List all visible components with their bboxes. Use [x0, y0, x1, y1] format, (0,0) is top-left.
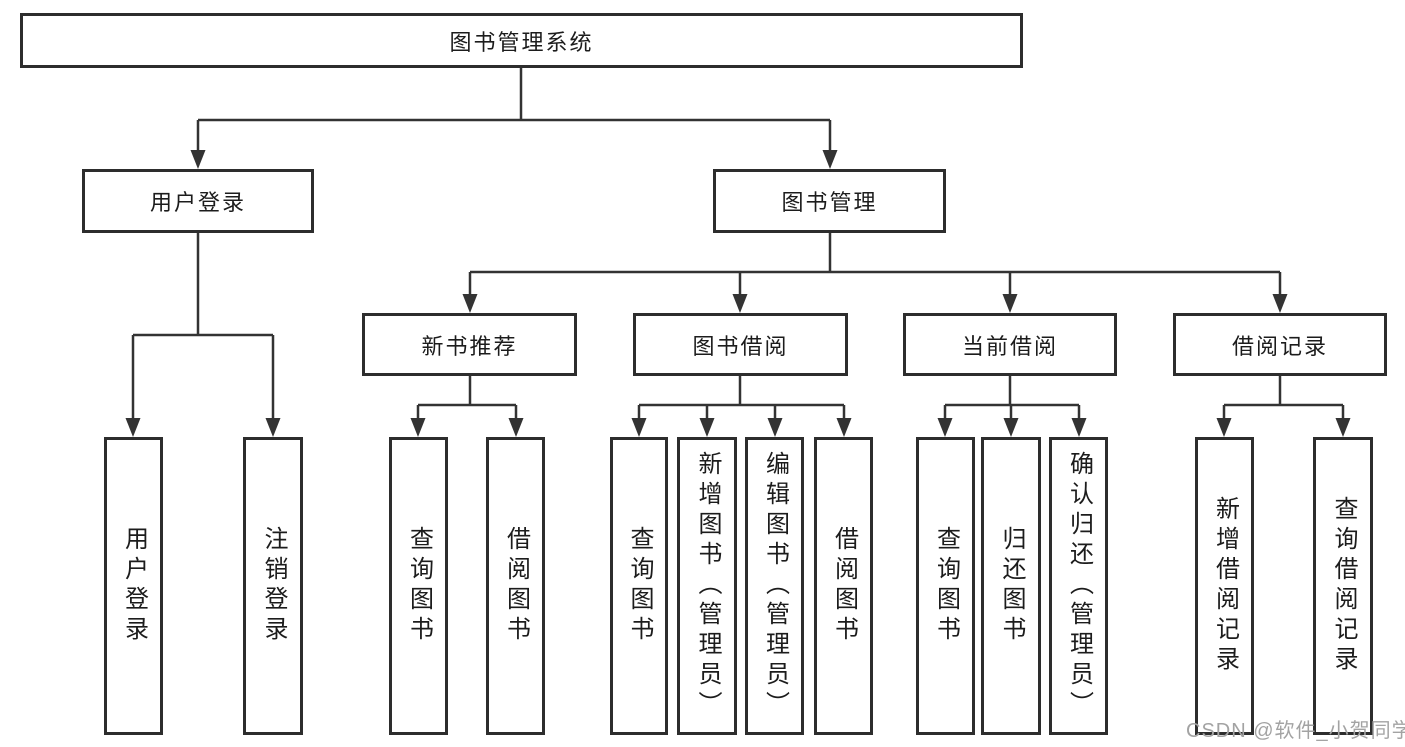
arrowhead-icon	[1003, 418, 1019, 437]
arrowhead-icon	[462, 294, 478, 313]
leaf-user-login: 用户登录	[104, 437, 163, 735]
arrowhead-icon	[265, 418, 281, 437]
node-root-system: 图书管理系统	[20, 13, 1023, 68]
arrowhead-icon	[1216, 418, 1232, 437]
node-borrow-records: 借阅记录	[1173, 313, 1387, 376]
arrowhead-icon	[836, 418, 852, 437]
arrowhead-icon	[937, 418, 953, 437]
node-new-book-recommend: 新书推荐	[362, 313, 577, 376]
arrowhead-icon	[767, 418, 783, 437]
connector-current-borrow-to-leaves	[943, 376, 1081, 421]
leaf-borrow-add-books-admin-label: 新增图书（管理员）	[694, 451, 721, 721]
leaf-records-query-record-label: 查询借阅记录	[1330, 496, 1357, 676]
node-book-management: 图书管理	[713, 169, 946, 233]
leaf-newbook-borrow-books: 借阅图书	[486, 437, 545, 735]
leaf-borrow-query-books-label: 查询图书	[626, 526, 653, 646]
arrowhead-icon	[822, 150, 838, 169]
node-borrow-records-label: 借阅记录	[1231, 333, 1328, 359]
leaf-newbook-borrow-books-label: 借阅图书	[502, 526, 530, 646]
leaf-borrow-edit-books-admin: 编辑图书（管理员）	[745, 437, 804, 735]
leaf-user-login-label: 用户登录	[120, 526, 148, 646]
node-new-book-recommend-label: 新书推荐	[421, 333, 518, 359]
arrowhead-icon	[410, 418, 426, 437]
leaf-current-return-books-label: 归还图书	[998, 526, 1025, 646]
arrowhead-icon	[508, 418, 524, 437]
connector-book-borrow-to-leaves	[637, 376, 846, 421]
node-user-login-label: 用户登录	[149, 190, 246, 215]
leaf-borrow-query-books: 查询图书	[610, 437, 668, 735]
arrowhead-icon	[1335, 418, 1351, 437]
connector-root-to-level2	[196, 68, 832, 153]
arrowhead-icon	[631, 418, 647, 437]
connector-user-login-to-leaves	[131, 233, 275, 421]
leaf-newbook-query-books: 查询图书	[389, 437, 448, 735]
connector-new-book-rec-to-leaves	[416, 376, 518, 421]
node-book-borrow-label: 图书借阅	[692, 333, 789, 359]
node-user-login: 用户登录	[82, 169, 314, 233]
connector-book-mgmt-to-level3	[468, 233, 1282, 297]
arrowhead-icon	[190, 150, 206, 169]
leaf-newbook-query-books-label: 查询图书	[405, 526, 433, 646]
arrowhead-icon	[1071, 418, 1087, 437]
node-book-borrow: 图书借阅	[633, 313, 848, 376]
leaf-borrow-edit-books-admin-label: 编辑图书（管理员）	[761, 451, 789, 721]
leaf-current-confirm-return-admin-label: 确认归还（管理员）	[1065, 451, 1093, 721]
node-current-borrow-label: 当前借阅	[961, 333, 1058, 359]
leaf-borrow-borrow-books-label: 借阅图书	[830, 526, 858, 646]
leaf-records-add-record: 新增借阅记录	[1195, 437, 1254, 735]
leaf-current-confirm-return-admin: 确认归还（管理员）	[1049, 437, 1108, 735]
node-current-borrow: 当前借阅	[903, 313, 1117, 376]
leaf-records-add-record-label: 新增借阅记录	[1211, 496, 1239, 676]
arrowhead-icon	[1272, 294, 1288, 313]
leaf-current-query-books-label: 查询图书	[932, 526, 960, 646]
csdn-watermark: CSDN @软件_小贺同学	[1186, 720, 1405, 742]
leaf-borrow-borrow-books: 借阅图书	[814, 437, 873, 735]
leaf-records-query-record: 查询借阅记录	[1313, 437, 1373, 735]
leaf-logout: 注销登录	[243, 437, 303, 735]
node-root-system-label: 图书管理系统	[449, 29, 594, 55]
node-book-management-label: 图书管理	[781, 190, 878, 215]
leaf-borrow-add-books-admin: 新增图书（管理员）	[677, 437, 737, 735]
leaf-current-query-books: 查询图书	[916, 437, 975, 735]
arrowhead-icon	[699, 418, 715, 437]
leaf-current-return-books: 归还图书	[981, 437, 1041, 735]
leaf-logout-label: 注销登录	[260, 526, 287, 646]
connector-borrow-records-to-leaves	[1222, 376, 1345, 421]
arrowhead-icon	[732, 294, 748, 313]
arrowhead-icon	[1002, 294, 1018, 313]
arrowhead-icon	[125, 418, 141, 437]
